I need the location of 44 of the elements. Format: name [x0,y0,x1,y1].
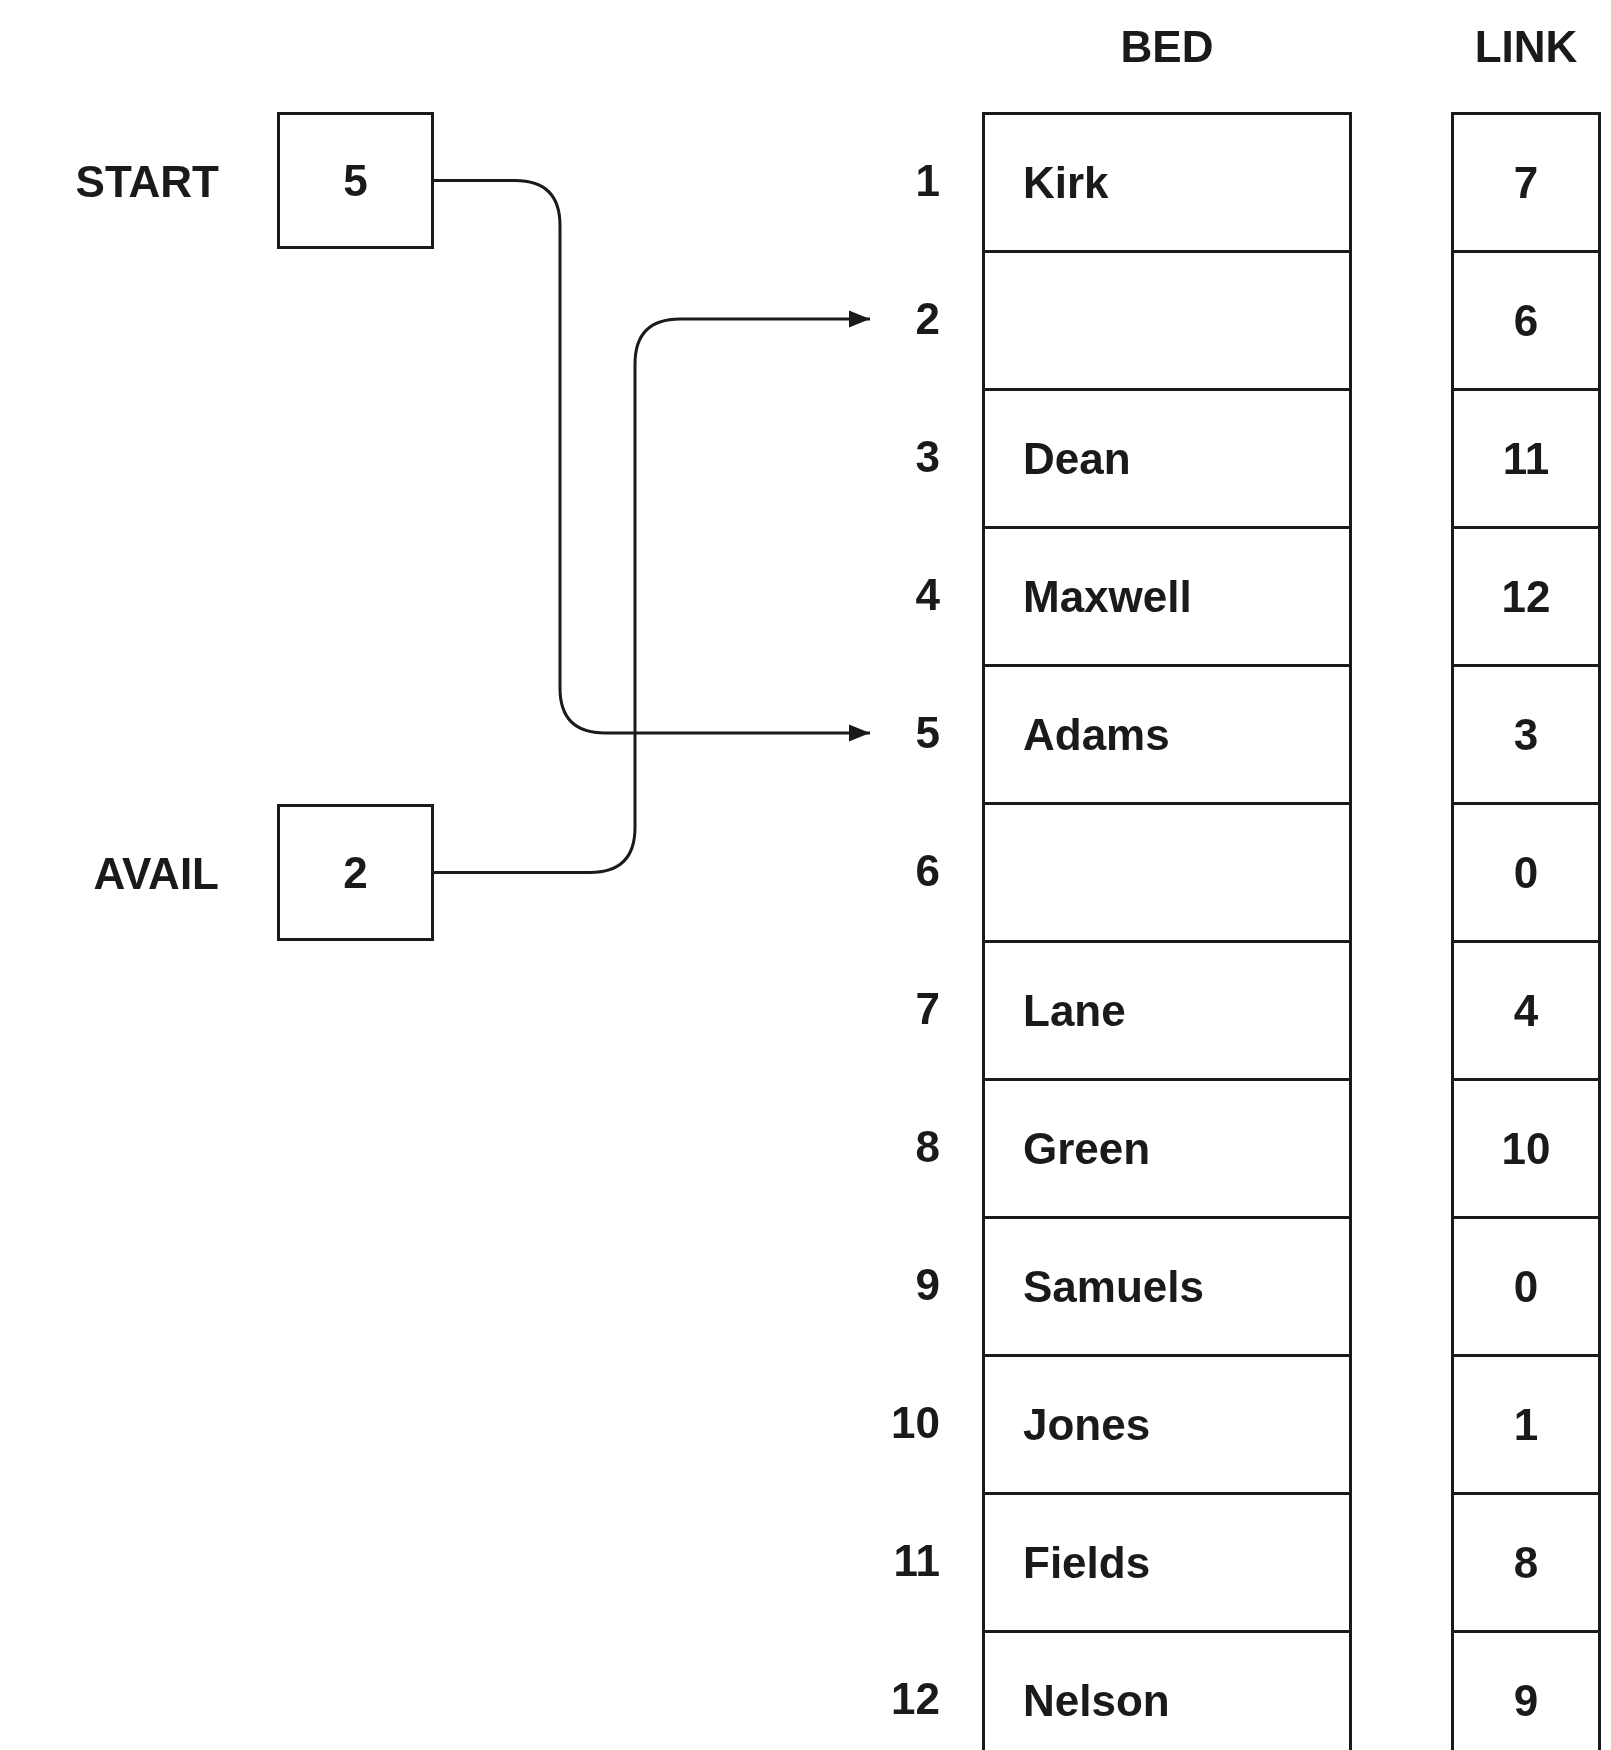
table-cell: 4 [1451,940,1601,1081]
pointer-value: 2 [343,847,368,898]
row-index: 8 [870,1117,940,1177]
pointer-name: START [75,157,219,207]
table-cell: 9 [1451,1630,1601,1750]
column-heading: BED [1120,22,1214,72]
row-index: 1 [870,151,940,211]
table-cell: Samuels [982,1216,1352,1357]
arrow [434,179,870,742]
row-index: 5 [870,703,940,763]
table-cell: Jones [982,1354,1352,1495]
row-index: 12 [870,1669,940,1729]
table-cell: Dean [982,388,1352,529]
table-cell [982,250,1352,391]
table-cell: 1 [1451,1354,1601,1495]
table-cell: 10 [1451,1078,1601,1219]
table-cell: Fields [982,1492,1352,1633]
column-heading: LINK [1474,22,1578,72]
row-index: 10 [870,1393,940,1453]
row-index: 3 [870,427,940,487]
pointer-name: AVAIL [93,849,219,899]
row-index: 11 [870,1531,940,1591]
row-index: 2 [870,289,940,349]
table-cell: 3 [1451,664,1601,805]
pointer-value: 5 [343,155,368,206]
table-cell: 12 [1451,526,1601,667]
table-cell: 11 [1451,388,1601,529]
table-cell: 8 [1451,1492,1601,1633]
table-cell: Nelson [982,1630,1352,1750]
table-cell: Maxwell [982,526,1352,667]
table-cell: Green [982,1078,1352,1219]
arrow [434,310,870,874]
row-index: 4 [870,565,940,625]
row-index: 9 [870,1255,940,1315]
table-cell [982,802,1352,943]
table-cell: 6 [1451,250,1601,391]
row-index: 7 [870,979,940,1039]
table-cell: 7 [1451,112,1601,253]
row-index: 6 [870,841,940,901]
table-cell: 0 [1451,802,1601,943]
table-cell: 0 [1451,1216,1601,1357]
table-cell: Adams [982,664,1352,805]
table-cell: Lane [982,940,1352,1081]
table-cell: Kirk [982,112,1352,253]
